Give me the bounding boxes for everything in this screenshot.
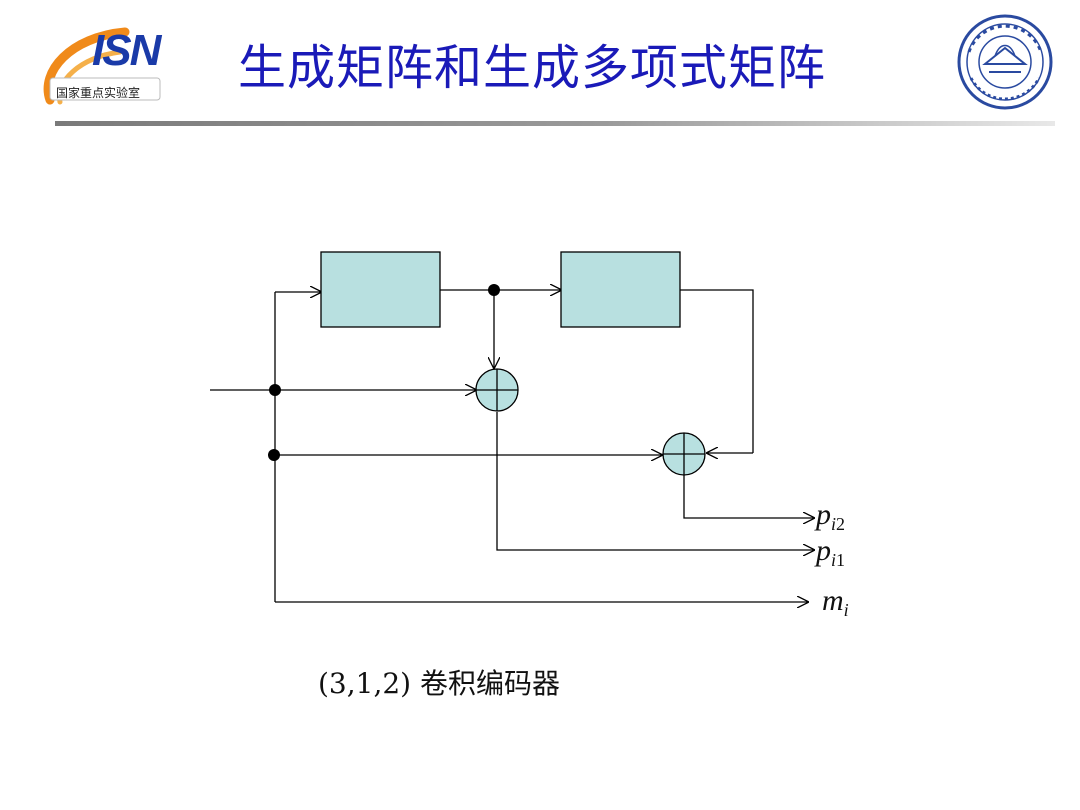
isn-logo-text: ISN [92,26,161,75]
register-2-feedback [680,289,754,453]
diagram-caption: (3,1,2) 卷积编码器 [318,667,560,700]
shift-register-2 [560,251,681,328]
header-divider [55,121,1055,126]
isn-logo-subtitle: 国家重点实验室 [56,86,141,100]
adder-1-output [496,412,814,550]
isn-logo-swoosh-icon [43,27,161,105]
adder-2 [662,432,706,476]
output-label-p-i2: pi2 [816,498,846,534]
junction-dot-register-tap [488,284,500,296]
page-title: 生成矩阵和生成多项式矩阵 [238,40,827,96]
output-label-m-i: mi [822,584,849,620]
adder-2-output [683,475,814,518]
isn-logo: ISN 国家重点实验室 [30,12,180,112]
junction-dot-input [269,384,281,396]
output-label-p-i1: pi1 [816,534,846,570]
adder-1 [475,368,519,412]
junction-dot-lower [268,449,280,461]
shift-register-1 [320,251,441,328]
university-seal-icon [955,12,1055,112]
